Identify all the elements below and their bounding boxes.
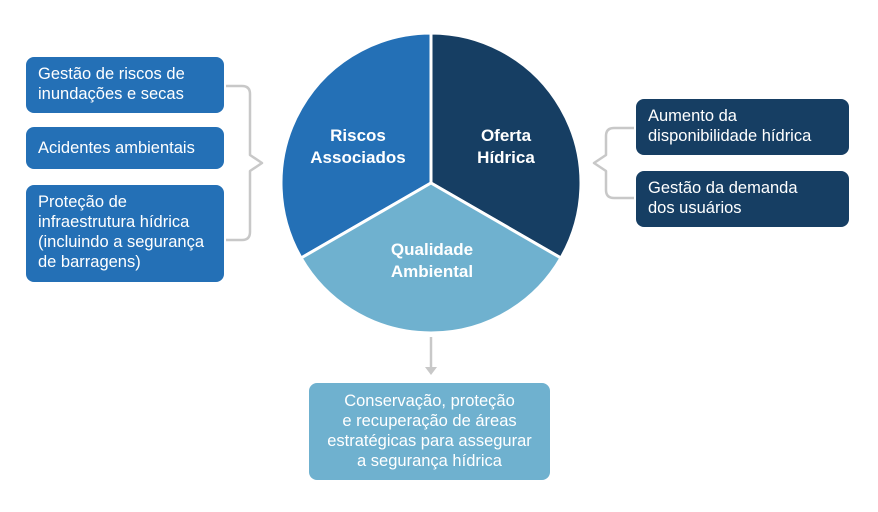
box-acidentes-ambientais: Acidentes ambientais: [26, 127, 224, 169]
box-aumento-disponibilidade: Aumento da disponibilidade hídrica: [636, 99, 849, 155]
box-conservacao: Conservação, proteção e recuperação de á…: [309, 383, 550, 480]
label-riscos-line1: Riscos: [330, 126, 386, 145]
box-gestao-riscos-line1: Gestão de riscos de: [38, 65, 185, 83]
segment-qualidade-ambiental: [299, 181, 563, 335]
box-aumento-line1: Aumento da: [648, 107, 737, 125]
box-gestao-demanda: Gestão da demanda dos usuários: [636, 171, 849, 227]
box-gestao-riscos-line2: inundações e secas: [38, 85, 184, 103]
segment-riscos-associados: [279, 31, 433, 261]
label-qualidade-line2: Ambiental: [391, 262, 473, 281]
box-gestao-demanda-line1: Gestão da demanda: [648, 179, 798, 197]
box-acidentes-line1: Acidentes ambientais: [38, 139, 195, 157]
box-protecao-line3: (incluindo a segurança: [38, 233, 205, 251]
left-bracket-connector: [226, 84, 264, 242]
down-arrow-head: [425, 367, 437, 375]
box-protecao-line2: infraestrutura hídrica: [38, 213, 190, 231]
right-bracket-connector: [592, 126, 634, 200]
box-conservacao-line1: Conservação, proteção: [344, 392, 515, 410]
box-conservacao-line4: a segurança hídrica: [357, 452, 502, 470]
box-gestao-riscos: Gestão de riscos de inundações e secas: [26, 57, 224, 113]
box-protecao-infraestrutura: Proteção de infraestrutura hídrica (incl…: [26, 185, 224, 282]
box-aumento-line2: disponibilidade hídrica: [648, 127, 812, 145]
segment-oferta-hidrica: [429, 31, 583, 261]
box-protecao-line1: Proteção de: [38, 193, 127, 211]
label-riscos-line2: Associados: [310, 148, 405, 167]
box-protecao-line4: de barragens): [38, 253, 141, 271]
box-conservacao-line3: estratégicas para assegurar: [327, 432, 532, 450]
label-oferta-line2: Hídrica: [477, 148, 535, 167]
label-oferta-line1: Oferta: [481, 126, 532, 145]
label-qualidade-line1: Qualidade: [391, 240, 473, 259]
box-gestao-demanda-line2: dos usuários: [648, 199, 742, 217]
box-conservacao-line2: e recuperação de áreas: [342, 412, 517, 430]
